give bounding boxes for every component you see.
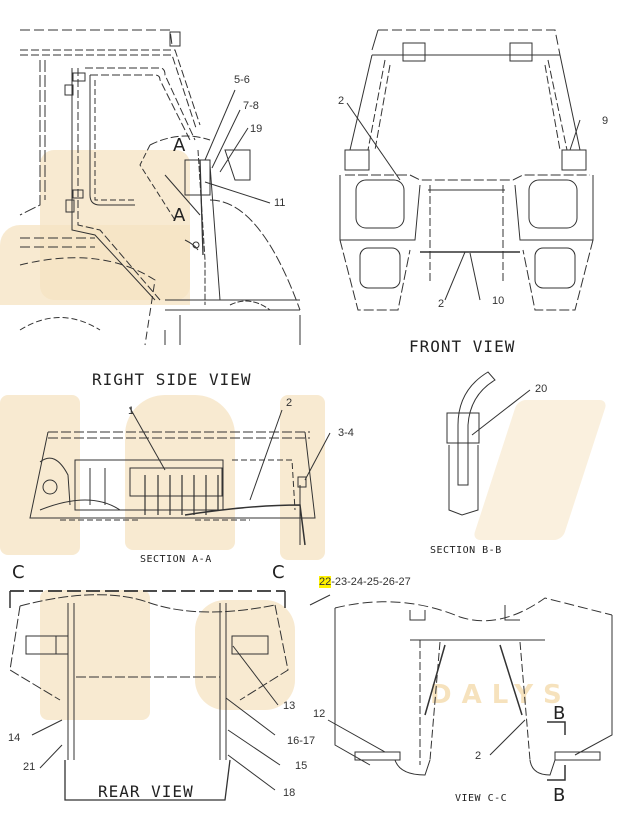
watermark-text: DALYS [430,680,572,710]
highlighted-part-22[interactable]: 22 [319,576,332,588]
callout-10: 10 [492,295,505,307]
rear-view-drawing [9,590,289,801]
view-c-c-title: VIEW C-C [455,793,508,804]
callout-2-section-a: 2 [286,397,293,409]
callout-2-front-bottom: 2 [438,298,445,310]
watermark-shape [40,590,150,720]
section-mark-a-bottom: A [173,205,186,226]
section-b-b-drawing [446,371,531,516]
callout-21: 21 [23,761,36,773]
section-mark-a-top: A [173,135,186,156]
right-side-view-drawing [19,29,301,346]
callout-1: 1 [128,405,135,417]
callout-12: 12 [313,708,326,720]
callout-13: 13 [283,700,296,712]
section-mark-c-left: C [12,562,25,583]
front-view-drawing [339,29,594,311]
section-mark-b-top: B [553,703,566,724]
rear-view-title: REAR VIEW [98,782,194,801]
watermark-shape [195,600,295,710]
watermark-shape [125,395,235,550]
callout-2-front-left: 2 [338,95,345,107]
callout-3-4: 3-4 [338,427,354,439]
callout-7-8: 7-8 [243,100,259,112]
section-a-a-title: SECTION A-A [140,554,212,565]
section-mark-b-bottom: B [553,785,566,806]
callout-group-22-27: 22-23-24-25-26-27 [319,576,411,588]
watermark-shape [0,395,80,555]
callout-9: 9 [602,115,609,127]
callout-20: 20 [535,383,548,395]
callout-14: 14 [8,732,21,744]
callout-11: 11 [274,197,286,209]
callout-group-rest: -23-24-25-26-27 [331,576,411,588]
callout-18: 18 [283,787,296,799]
callout-16-17: 16-17 [287,735,316,747]
callout-5-6: 5-6 [234,74,250,86]
section-b-b-title: SECTION B-B [430,545,502,556]
callout-19: 19 [250,123,263,135]
section-a-a-drawing [29,407,331,546]
callout-2-view-c: 2 [475,750,482,762]
view-c-c-drawing [309,594,613,781]
right-side-view-title: RIGHT SIDE VIEW [92,370,252,389]
front-view-title: FRONT VIEW [409,337,516,356]
section-mark-c-right: C [272,562,285,583]
callout-15: 15 [295,760,308,772]
